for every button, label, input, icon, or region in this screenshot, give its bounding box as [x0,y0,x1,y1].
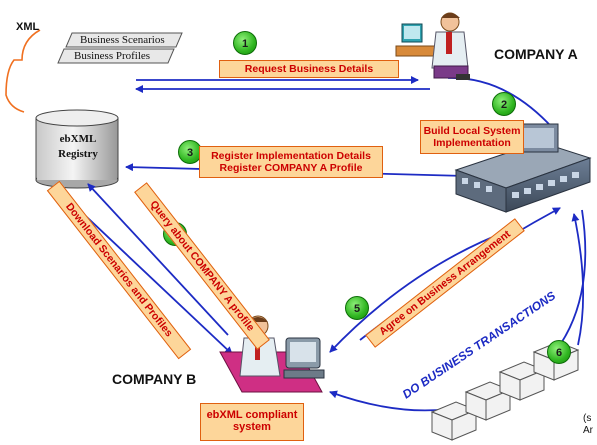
corner-cropped-text: (s Ar [583,413,597,437]
company-a-person-illustration [395,12,470,80]
arrow-transactions-up [571,213,585,346]
step-6-badge: 6 [547,340,571,364]
corner-line1: (s [583,413,592,424]
corner-line2: Ar [583,425,593,436]
registry-label-line2: Registry [58,148,98,160]
compliant-system-line2: system [233,421,271,433]
xml-brace [5,29,41,113]
arrow-query-to-registry [87,183,229,336]
doc-sheet-business-scenarios [65,32,183,48]
company-a-building [454,123,592,213]
company-b-person-illustration [219,315,325,393]
registry-label-line1: ebXML [59,133,97,145]
company-a-title: COMPANY A [494,46,578,62]
company-b-title: COMPANY B [112,371,197,387]
step-1-badge: 1 [233,31,257,55]
step-2-badge: 2 [492,92,516,116]
registry-cylinder [35,109,119,189]
compliant-system-line1: ebXML compliant [206,409,298,421]
step-2-label-line2: Implementation [433,137,511,149]
step-1-label: Request Business Details [219,60,399,78]
doc-sheet-business-profiles [57,48,175,64]
compliant-system-label: ebXML compliant system [200,403,304,441]
xml-label: XML [16,21,40,33]
doc-label-business-scenarios: Business Scenarios [80,34,165,46]
doc-label-business-profiles: Business Profiles [74,50,151,62]
step-5-badge: 5 [345,296,369,320]
step-3-label-line2: Register COMPANY A Profile [219,162,363,174]
step-3-label-line1: Register Implementation Details [211,150,371,162]
step-3-badge: 3 [178,140,202,164]
step-2-label-line1: Build Local System [423,125,521,137]
step-3-label: Register Implementation Details Register… [199,146,383,178]
step-2-label: Build Local System Implementation [420,120,524,154]
